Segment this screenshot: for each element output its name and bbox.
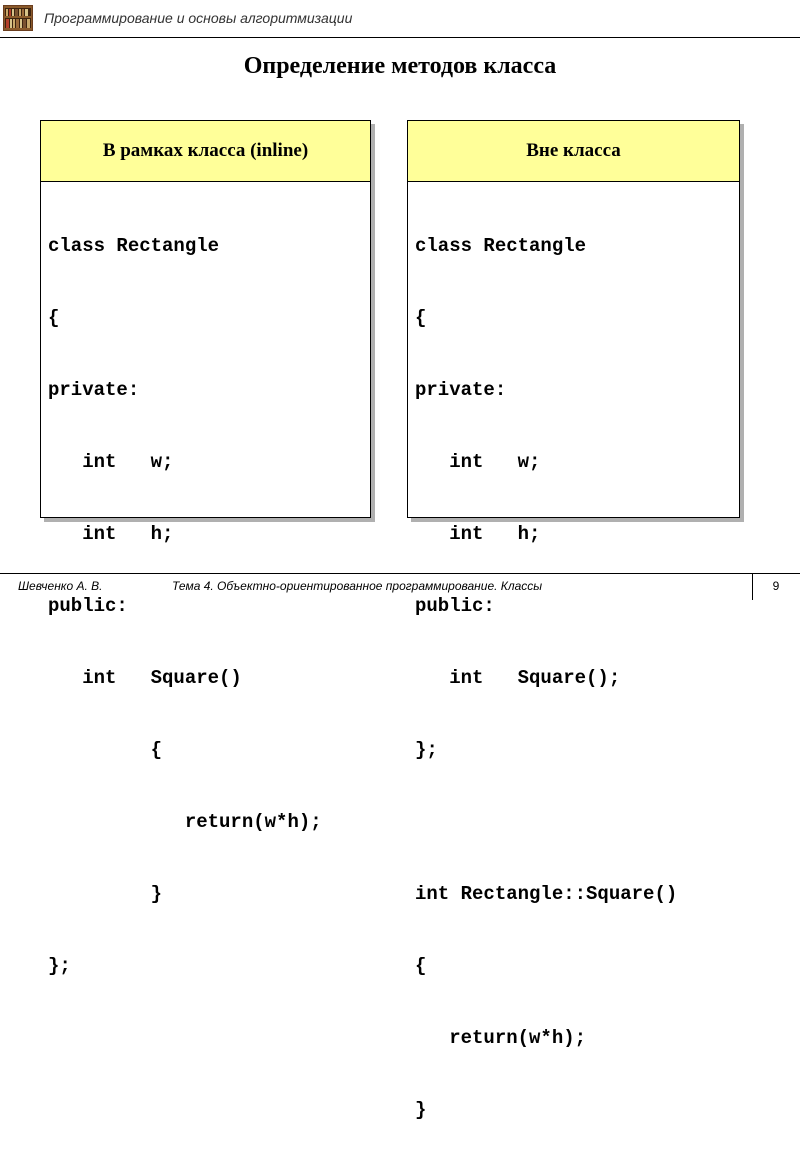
- inline-method-code: class Rectangle { private: int w; int h;…: [41, 182, 370, 1026]
- code-line: };: [415, 739, 438, 761]
- code-line: int h;: [415, 523, 541, 545]
- code-line: class Rectangle: [415, 235, 587, 257]
- course-title: Программирование и основы алгоритмизации: [44, 10, 353, 26]
- footer-author: Шевченко А. В.: [18, 579, 103, 593]
- page-number: 9: [772, 579, 780, 593]
- code-line: return(w*h);: [415, 1027, 587, 1049]
- footer-divider: [0, 573, 800, 574]
- slide-footer: Шевченко А. В. Тема 4. Объектно-ориентир…: [0, 573, 800, 600]
- code-line: int Square();: [415, 667, 621, 689]
- inline-method-heading: В рамках класса (inline): [41, 121, 370, 182]
- code-line: {: [415, 955, 427, 977]
- code-line: class Rectangle: [48, 235, 220, 257]
- code-line: {: [48, 307, 60, 329]
- code-line: int Rectangle::Square(): [415, 883, 678, 905]
- library-bookshelf-icon: [3, 5, 33, 31]
- footer-separator: [752, 574, 753, 600]
- header-divider: [0, 37, 800, 38]
- slide-title: Определение методов класса: [243, 53, 557, 79]
- code-line: int w;: [415, 451, 541, 473]
- outside-class-heading: Вне класса: [408, 121, 739, 182]
- code-line: int Square(): [48, 667, 242, 689]
- code-line: }: [48, 883, 163, 905]
- outside-class-code: class Rectangle { private: int w; int h;…: [408, 182, 739, 1170]
- code-line: };: [48, 955, 71, 977]
- inline-method-panel: В рамках класса (inline) class Rectangle…: [40, 120, 371, 977]
- outside-class-panel: Вне класса class Rectangle { private: in…: [407, 120, 740, 1121]
- code-line: }: [415, 1099, 427, 1121]
- code-line: return(w*h);: [48, 811, 322, 833]
- code-line: int h;: [48, 523, 174, 545]
- code-line: [415, 810, 739, 834]
- slide-header: Программирование и основы алгоритмизации: [0, 0, 800, 38]
- code-line: {: [48, 739, 163, 761]
- footer-topic: Тема 4. Объектно-ориентированное програм…: [172, 579, 543, 593]
- code-line: private:: [48, 379, 140, 401]
- code-line: private:: [415, 379, 507, 401]
- code-line: int w;: [48, 451, 174, 473]
- code-line: {: [415, 307, 427, 329]
